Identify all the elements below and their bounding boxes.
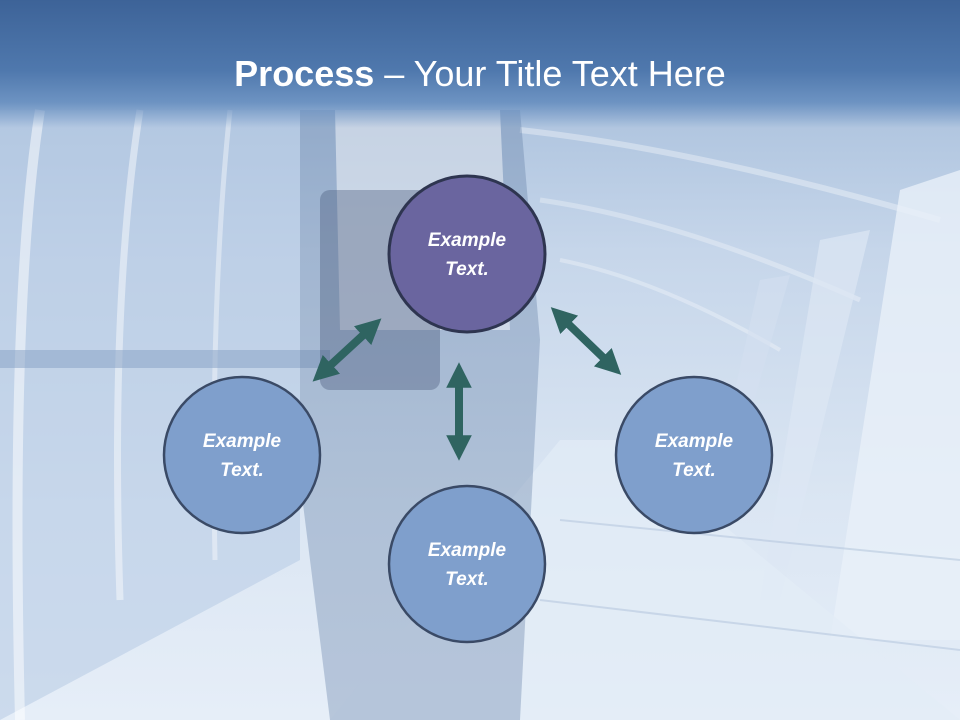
node-left-line2: Text. bbox=[220, 460, 264, 481]
node-bottom[interactable]: Example Text. bbox=[387, 484, 547, 644]
node-right-line1: Example bbox=[655, 431, 734, 452]
arrow-top-left bbox=[312, 318, 382, 382]
node-bottom-line1: Example bbox=[428, 540, 507, 561]
node-left-line1: Example bbox=[203, 431, 282, 452]
title-banner bbox=[0, 0, 960, 128]
node-top-line2: Text. bbox=[445, 259, 489, 280]
title-rest: Your Title Text Here bbox=[413, 53, 726, 94]
arrow-top-right bbox=[550, 307, 622, 375]
node-right[interactable]: Example Text. bbox=[614, 375, 774, 535]
node-bottom-line2: Text. bbox=[445, 569, 489, 590]
title-bold: Process bbox=[234, 53, 375, 94]
slide-title: Process – Your Title Text Here bbox=[0, 52, 960, 96]
node-top[interactable]: Example Text. bbox=[387, 174, 547, 334]
node-top-line1: Example bbox=[428, 230, 507, 251]
node-right-line2: Text. bbox=[672, 460, 716, 481]
node-left[interactable]: Example Text. bbox=[162, 375, 322, 535]
title-separator: – bbox=[374, 53, 414, 94]
